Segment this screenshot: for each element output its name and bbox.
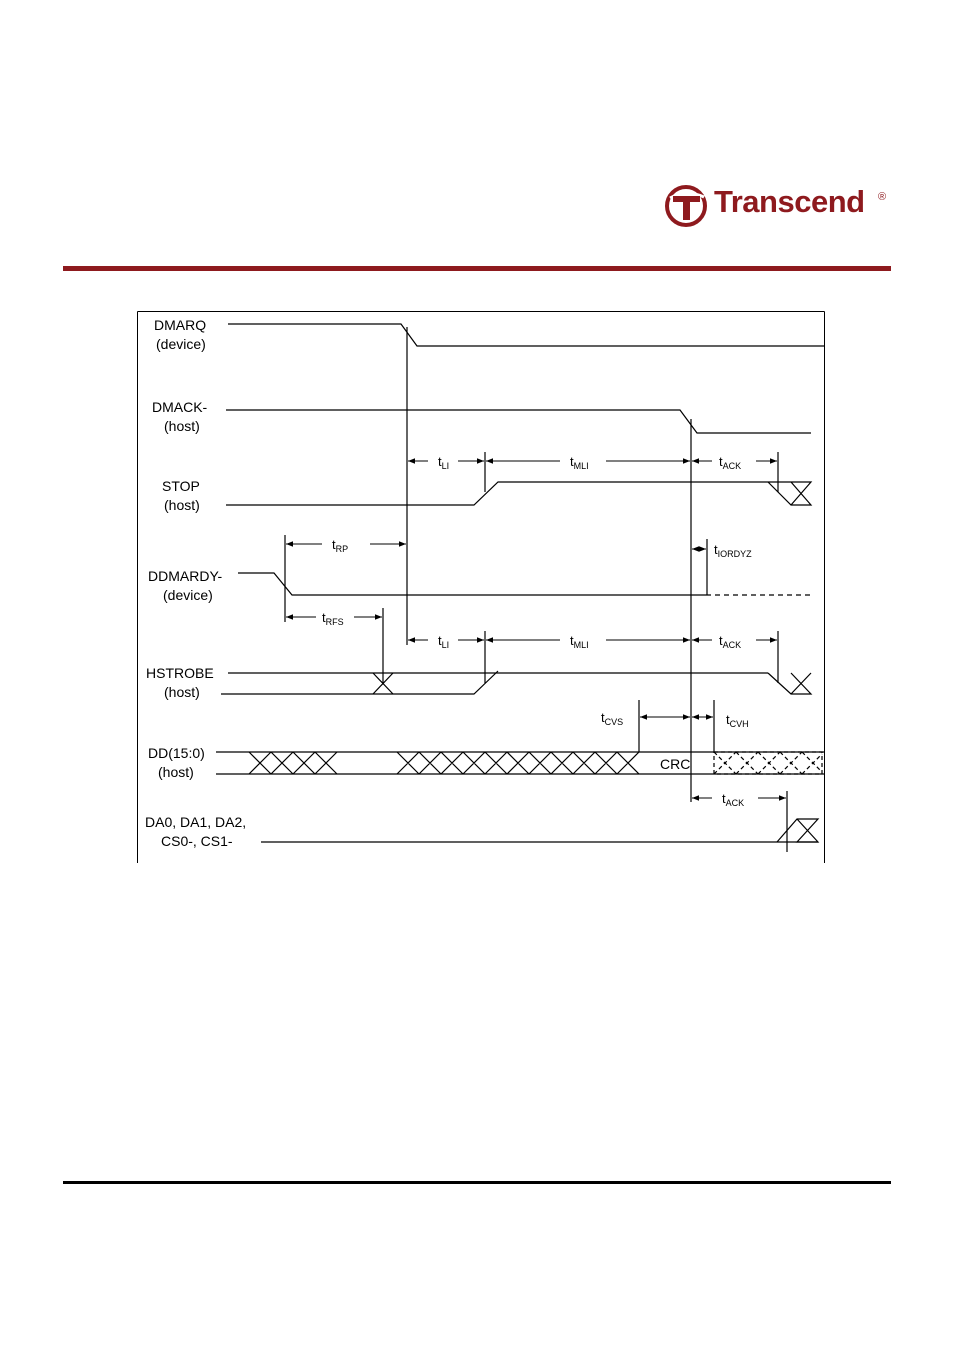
signal-name: DDMARDY- xyxy=(148,568,222,584)
signal-source: (host) xyxy=(164,418,200,434)
signal-name: DMACK- xyxy=(152,399,208,415)
timing-ack-label: tACK xyxy=(719,633,741,650)
timing-mli-label: tMLI xyxy=(570,633,589,650)
footer-rule xyxy=(63,1181,891,1184)
hstrobe-end-region xyxy=(768,673,811,694)
dmarq-waveform xyxy=(228,324,824,346)
signal-name: HSTROBE xyxy=(146,665,214,681)
logo-wordmark: Transcend xyxy=(714,184,865,220)
signal-labels: DMARQ (device) DMACK- (host) STOP (host)… xyxy=(145,317,246,849)
transcend-logo-icon xyxy=(664,183,710,229)
transcend-logo: Transcend ® xyxy=(664,183,894,229)
da-end-region xyxy=(777,819,818,842)
timing-cvh-label: tCVH xyxy=(726,712,749,729)
signal-source: (host) xyxy=(164,684,200,700)
registered-mark: ® xyxy=(878,191,886,203)
timing-li-label: tLI xyxy=(438,454,449,471)
timing-diagram: DMARQ (device) DMACK- (host) STOP (host)… xyxy=(137,311,825,867)
signal-name: STOP xyxy=(162,478,200,494)
timing-rp-label: tRP xyxy=(332,537,348,554)
signal-source: CS0-, CS1- xyxy=(161,833,233,849)
signal-source: (host) xyxy=(164,497,200,513)
timing-li-label: tLI xyxy=(438,633,449,650)
hstrobe-low xyxy=(221,671,498,694)
stop-end-region xyxy=(768,482,811,505)
timing-labels: tLI tMLI tACK tRP tIORDYZ tRFS tLI tMLI … xyxy=(322,454,752,808)
crc-label: CRC xyxy=(660,756,690,772)
timing-ack-label: tACK xyxy=(722,791,744,808)
ddmardy-waveform xyxy=(238,573,706,595)
diagram-frame xyxy=(138,312,825,864)
signal-source: (host) xyxy=(158,764,194,780)
timing-ack-label: tACK xyxy=(719,454,741,471)
timing-iordyz-label: tIORDYZ xyxy=(714,542,752,559)
signal-name: DA0, DA1, DA2, xyxy=(145,814,246,830)
dmack-waveform xyxy=(226,410,811,433)
signal-name: DD(15:0) xyxy=(148,745,205,761)
signal-name: DMARQ xyxy=(154,317,206,333)
signal-source: (device) xyxy=(163,587,213,603)
timing-rfs-label: tRFS xyxy=(322,610,344,627)
timing-cvs-label: tCVS xyxy=(601,710,623,727)
reference-lines xyxy=(285,327,787,852)
stop-waveform xyxy=(226,482,768,505)
timing-mli-label: tMLI xyxy=(570,454,589,471)
header-rule xyxy=(63,266,891,271)
timing-arrows xyxy=(286,461,786,798)
signal-source: (device) xyxy=(156,336,206,352)
dd-bus xyxy=(216,752,824,774)
waveforms xyxy=(221,324,824,842)
